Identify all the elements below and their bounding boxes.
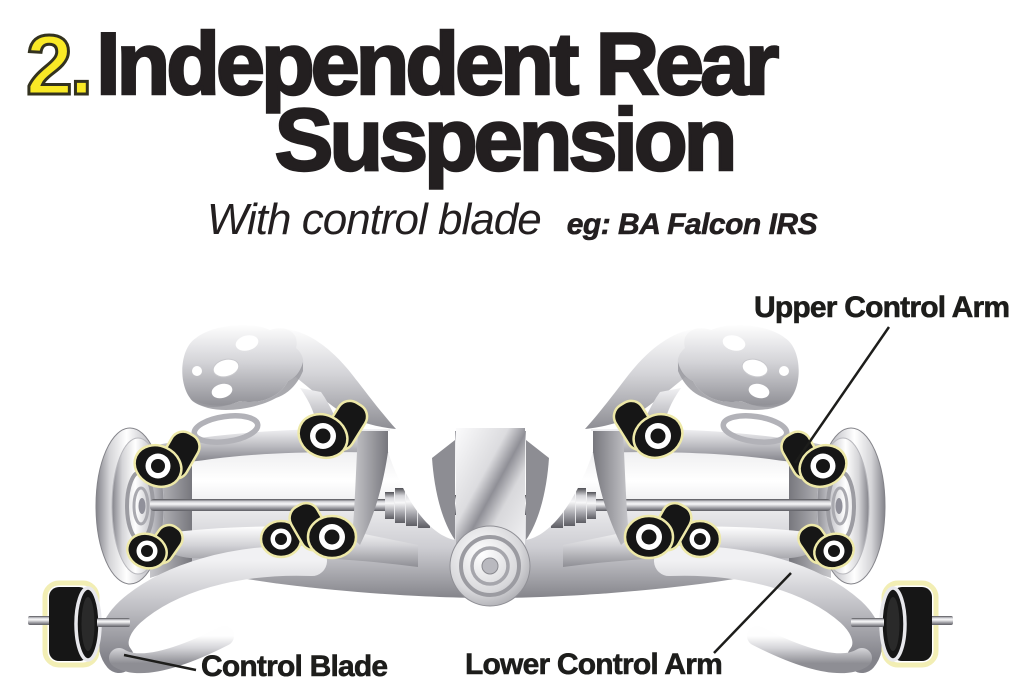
- leader-control-blade: [123, 653, 197, 672]
- leader-lower-control-arm: [713, 572, 792, 654]
- label-control-blade: Control Blade: [201, 650, 389, 683]
- centre-mount: [449, 525, 531, 607]
- page-title-line1: 2. Independent Rear: [24, 14, 781, 113]
- page-title-line2: Suspension: [273, 90, 738, 189]
- label-lower-control-arm: Lower Control Arm: [465, 648, 723, 681]
- subtitle-row: With control blade eg: BA Falcon IRS: [0, 198, 1024, 242]
- differential-block: [456, 428, 525, 554]
- label-upper-control-arm: Upper Control Arm: [754, 291, 1011, 324]
- subtitle-text: With control blade: [206, 195, 542, 244]
- section-number: 2.: [24, 18, 94, 112]
- subtitle-example: eg: BA Falcon IRS: [566, 208, 818, 241]
- leader-upper-control-arm: [793, 326, 891, 464]
- page-title: Independent Rear: [95, 14, 781, 113]
